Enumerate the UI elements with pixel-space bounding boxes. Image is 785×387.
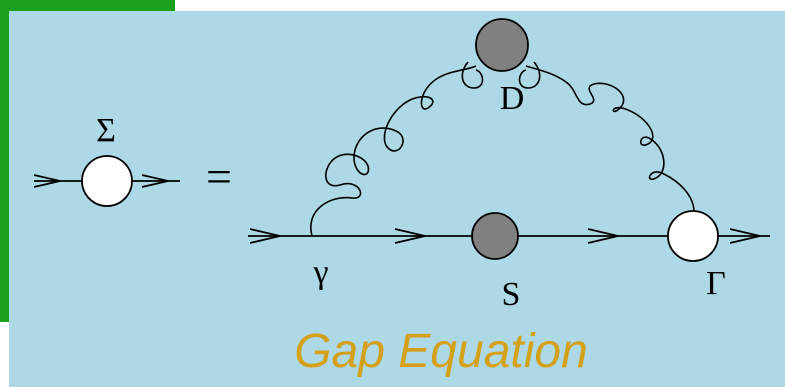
arrow-icon <box>394 228 426 244</box>
gluon-propagator-blob <box>475 18 529 72</box>
arrow-icon <box>33 174 61 188</box>
arrow-icon <box>729 228 761 244</box>
quark-propagator-blob <box>471 212 519 260</box>
diagram-panel <box>9 11 785 387</box>
quark-propagator-label: S <box>502 276 521 313</box>
equals-sign: = <box>206 151 232 202</box>
arrow-icon <box>249 228 281 244</box>
gluon-propagator-label: D <box>500 80 525 117</box>
dressed-vertex-blob <box>667 210 719 262</box>
self-energy-blob <box>81 155 133 207</box>
arrow-icon <box>587 228 619 244</box>
dressed-vertex-label: Γ <box>706 265 726 302</box>
quark-line-right <box>248 228 770 244</box>
arrow-icon <box>141 174 169 188</box>
bare-vertex-label: γ <box>312 254 328 291</box>
gluon-propagator-line <box>310 61 695 237</box>
caption-title: Gap Equation <box>294 325 588 378</box>
sigma-label: Σ <box>96 112 116 149</box>
self-energy-term: Σ <box>33 112 180 207</box>
